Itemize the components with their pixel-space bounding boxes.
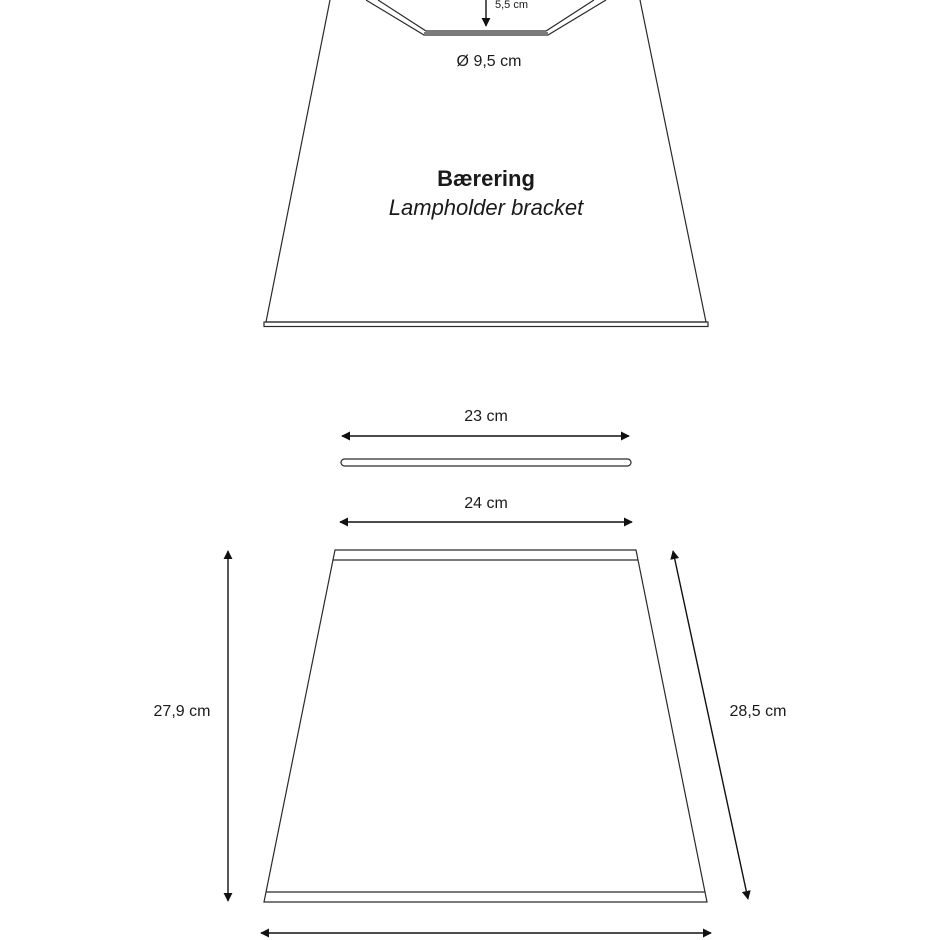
ring-width-label: 23 cm [464, 408, 508, 425]
bracket-title: Bærering [437, 166, 535, 191]
bracket-subtitle: Lampholder bracket [389, 195, 584, 220]
top-ring [340, 458, 632, 467]
bracket-spokes-inner [377, 0, 595, 32]
lower-shade-outline [263, 549, 708, 903]
slant-height-arrow [670, 550, 751, 900]
height-label: 27,9 cm [154, 703, 211, 720]
shade-side-view: 24 cm 27,9 cm 28,5 cm [154, 495, 787, 938]
top-width-label: 24 cm [464, 495, 508, 512]
bracket-view: 5,5 cm Ø 9,5 cm Bærering Lampholder brac… [263, 0, 709, 328]
bracket-height-label: 5,5 cm [495, 0, 528, 11]
bracket-spokes [365, 0, 607, 36]
slant-height-label: 28,5 cm [730, 703, 787, 720]
bracket-diameter-label: Ø 9,5 cm [457, 53, 522, 70]
upper-shade-bottom-rim [263, 321, 709, 328]
top-ring-view: 23 cm [340, 408, 632, 467]
upper-shade-outline [265, 0, 707, 323]
